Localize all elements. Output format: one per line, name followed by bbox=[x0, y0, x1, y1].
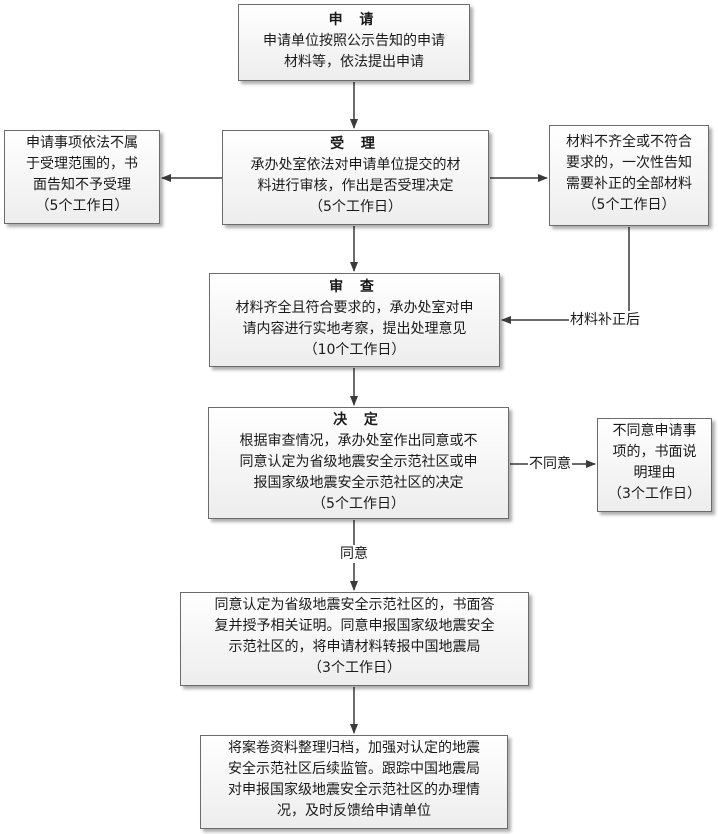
step-accept-line: 承办处室依法对申请单位提交的材 bbox=[250, 157, 461, 173]
side-disagree-line: 项的，书面说 bbox=[612, 444, 697, 460]
side-supplement-box: 材料不齐全或不符合 要求的，一次性告知 需要补正的全部材料 （5个工作日） bbox=[549, 125, 709, 226]
step-accept-line: （5个工作日） bbox=[309, 199, 402, 215]
side-reject-line: 于受理范围的，书 bbox=[26, 156, 138, 172]
side-reject-box: 申请事项依法不属 于受理范围的，书 面告知不予受理 （5个工作日） bbox=[4, 130, 160, 224]
side-supplement-line: 需要补正的全部材料 bbox=[566, 176, 692, 192]
arrow-supplement-to-review bbox=[501, 227, 630, 324]
step-review-title: 审 查 bbox=[329, 279, 380, 295]
step-decide-title: 决 定 bbox=[333, 412, 384, 428]
side-disagree-box: 不同意申请事 项的，书面说 明理由 （3个工作日） bbox=[597, 418, 712, 512]
step-review-line: 材料齐全且符合要求的，承办处室对申 bbox=[235, 300, 474, 316]
side-reject-line: 申请事项依法不属 bbox=[26, 135, 138, 151]
step-accept-title: 受 理 bbox=[330, 136, 381, 152]
side-disagree-line: 明理由 bbox=[633, 465, 676, 481]
step-archive-line: 安全示范社区后续监管。跟踪中国地震局 bbox=[228, 761, 480, 777]
step-decide-line: 同意认定为省级地震安全示范社区或申 bbox=[239, 454, 478, 470]
edge-label-disagree: 不同意 bbox=[528, 455, 572, 473]
side-reject-line: 面告知不予受理 bbox=[33, 177, 131, 193]
step-apply-line: 申请单位按照公示告知的申请 bbox=[263, 33, 445, 49]
step-agree-line: 示范社区的，将申请材料转报中国地震局 bbox=[228, 639, 481, 655]
side-disagree-line: 不同意申请事 bbox=[612, 423, 697, 439]
step-decide-box: 决 定 根据审查情况，承办处室作出同意或不 同意认定为省级地震安全示范社区或申 … bbox=[208, 407, 509, 519]
step-review-box: 审 查 材料齐全且符合要求的，承办处室对申 请内容进行实地考察，提出处理意见 （… bbox=[209, 273, 500, 367]
step-accept-line: 料进行审核，作出是否受理决定 bbox=[257, 178, 454, 194]
side-supplement-line: 要求的，一次性告知 bbox=[566, 155, 692, 171]
step-archive-line: 将案卷资料整理归档，加强对认定的地震 bbox=[228, 740, 480, 756]
step-agree-box: 同意认定为省级地震安全示范社区的，书面答 复并授予相关证明。同意申报国家级地震安… bbox=[180, 592, 529, 686]
edge-label-supplemented: 材料补正后 bbox=[569, 311, 641, 329]
side-reject-line: （5个工作日） bbox=[35, 198, 129, 214]
step-accept-box: 受 理 承办处室依法对申请单位提交的材 料进行审核，作出是否受理决定 （5个工作… bbox=[222, 130, 489, 225]
step-decide-line: 根据审查情况，承办处室作出同意或不 bbox=[239, 433, 478, 449]
side-supplement-line: （5个工作日） bbox=[582, 197, 676, 213]
step-archive-line: 况，及时反馈给申请单位 bbox=[277, 803, 431, 819]
step-agree-line: 复并授予相关证明。同意申报国家级地震安全 bbox=[214, 618, 495, 634]
side-supplement-line: 材料不齐全或不符合 bbox=[566, 134, 692, 150]
step-apply-box: 申 请 申请单位按照公示告知的申请 材料等，依法提出申请 bbox=[238, 4, 470, 81]
step-archive-line: 对申报国家级地震安全示范社区的办理情 bbox=[228, 782, 480, 798]
step-decide-line: （5个工作日） bbox=[312, 496, 405, 512]
step-agree-line: （3个工作日） bbox=[308, 660, 401, 676]
step-decide-line: 报国家级地震安全示范社区的决定 bbox=[253, 475, 464, 491]
step-review-line: （10个工作日） bbox=[303, 342, 406, 358]
side-disagree-line: （3个工作日） bbox=[608, 486, 701, 502]
step-apply-title: 申 请 bbox=[328, 12, 380, 28]
step-archive-box: 将案卷资料整理归档，加强对认定的地震 安全示范社区后续监管。跟踪中国地震局 对申… bbox=[200, 735, 508, 829]
edge-label-agree: 同意 bbox=[339, 545, 369, 563]
step-agree-line: 同意认定为省级地震安全示范社区的，书面答 bbox=[214, 597, 495, 613]
step-review-line: 请内容进行实地考察，提出处理意见 bbox=[242, 321, 467, 337]
step-apply-line: 材料等，依法提出申请 bbox=[284, 54, 424, 70]
